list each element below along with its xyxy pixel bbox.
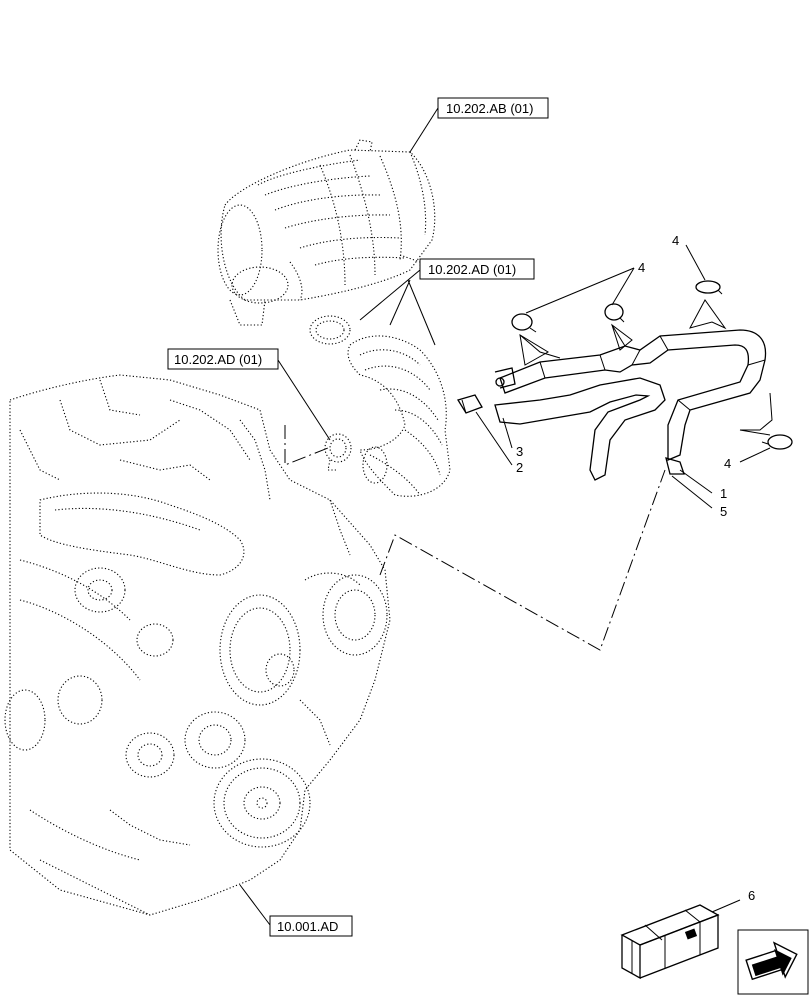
- intake-hose: [347, 335, 451, 497]
- hose-clip-c: [695, 280, 723, 295]
- callout-5-label: 5: [720, 504, 727, 519]
- coolant-hose: [494, 377, 666, 481]
- next-page-arrow-icon[interactable]: [737, 929, 809, 995]
- callout-4-mid-label: 4: [638, 260, 645, 275]
- pipe-clamp-item5: [665, 457, 685, 475]
- callout-3-label: 3: [516, 444, 523, 459]
- ref-air-cleaner[interactable]: 10.202.AB (01): [409, 97, 549, 153]
- ref-hose-left-label: 10.202.AD (01): [174, 352, 262, 367]
- callout-4-mid[interactable]: 4: [525, 260, 645, 314]
- callout-6-label: 6: [748, 888, 755, 903]
- ref-hose-right[interactable]: 10.202.AD (01): [359, 258, 535, 346]
- clip-arrows: [519, 299, 773, 436]
- hose-clip-a: [511, 313, 537, 333]
- ref-air-cleaner-label: 10.202.AB (01): [446, 101, 533, 116]
- air-cleaner: [217, 139, 436, 326]
- hose-clip-b: [604, 303, 625, 323]
- callout-1-label: 1: [720, 486, 727, 501]
- callout-4-low-label: 4: [724, 456, 731, 471]
- callout-4-top[interactable]: 4: [672, 233, 706, 281]
- hose-clip-d: [761, 434, 793, 450]
- callout-6[interactable]: 6: [711, 888, 755, 913]
- callout-5[interactable]: 5: [671, 475, 727, 519]
- callout-2[interactable]: 2: [475, 411, 523, 475]
- ref-hose-left[interactable]: 10.202.AD (01): [167, 348, 331, 441]
- connector-fitting: [457, 367, 516, 414]
- ref-hose-right-label: 10.202.AD (01): [428, 262, 516, 277]
- breather-pipe: [499, 329, 767, 461]
- assembly-leader-lines: [284, 425, 666, 651]
- ref-engine[interactable]: 10.001.AD: [239, 884, 353, 937]
- callout-3[interactable]: 3: [502, 417, 523, 459]
- callout-1[interactable]: 1: [679, 469, 727, 501]
- hose-clamp-upper: [309, 315, 351, 345]
- callout-2-label: 2: [516, 460, 523, 475]
- callout-4-top-label: 4: [672, 233, 679, 248]
- callout-4-low[interactable]: 4: [724, 447, 771, 471]
- engine-assembly: [4, 374, 391, 916]
- kit-box-icon: [620, 904, 720, 980]
- ref-engine-label: 10.001.AD: [277, 919, 338, 934]
- hose-clamp-lower: [324, 433, 352, 471]
